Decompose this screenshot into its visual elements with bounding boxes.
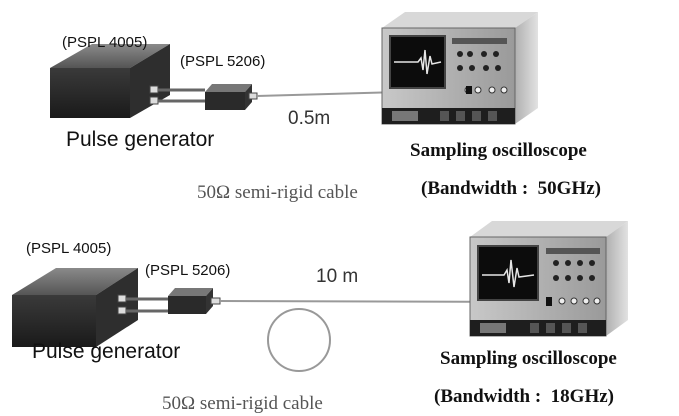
- top-generator-connectors: [149, 85, 205, 105]
- bottom-pulse-head-model: (PSPL 5206): [145, 262, 231, 279]
- bottom-bandwidth-prefix: (Bandwidth :: [434, 386, 542, 407]
- top-bandwidth-value: 50GHz): [537, 178, 601, 199]
- bottom-pulse-generator: [12, 268, 138, 347]
- top-oscilloscope: [381, 12, 538, 125]
- bottom-oscilloscope: [469, 221, 628, 337]
- top-cable-type: 50Ω semi-rigid cable: [197, 182, 358, 203]
- bottom-oscilloscope-label: Sampling oscilloscope: [440, 348, 617, 369]
- bottom-pulse-head: [168, 288, 221, 314]
- top-bandwidth: (Bandwidth : 50GHz): [421, 178, 601, 200]
- bottom-generator-model: (PSPL 4005): [26, 240, 112, 257]
- bottom-generator-label: Pulse generator: [32, 340, 181, 363]
- top-bandwidth-prefix: (Bandwidth :: [421, 178, 529, 199]
- top-pulse-generator: [50, 44, 170, 118]
- bottom-generator-connectors: [117, 294, 168, 315]
- top-cable-length: 0.5m: [288, 108, 331, 129]
- top-generator-label: Pulse generator: [66, 128, 215, 151]
- top-pulse-head-model: (PSPL 5206): [180, 53, 266, 70]
- bottom-bandwidth: (Bandwidth : 18GHz): [434, 386, 614, 408]
- top-pulse-head: [205, 84, 258, 110]
- top-generator-model: (PSPL 4005): [62, 34, 148, 51]
- bottom-cable-type: 50Ω semi-rigid cable: [162, 393, 323, 414]
- bottom-bandwidth-value: 18GHz): [550, 386, 614, 407]
- bottom-cable-coil: [267, 308, 331, 372]
- top-oscilloscope-label: Sampling oscilloscope: [410, 140, 587, 161]
- bottom-cable-length: 10 m: [316, 266, 359, 287]
